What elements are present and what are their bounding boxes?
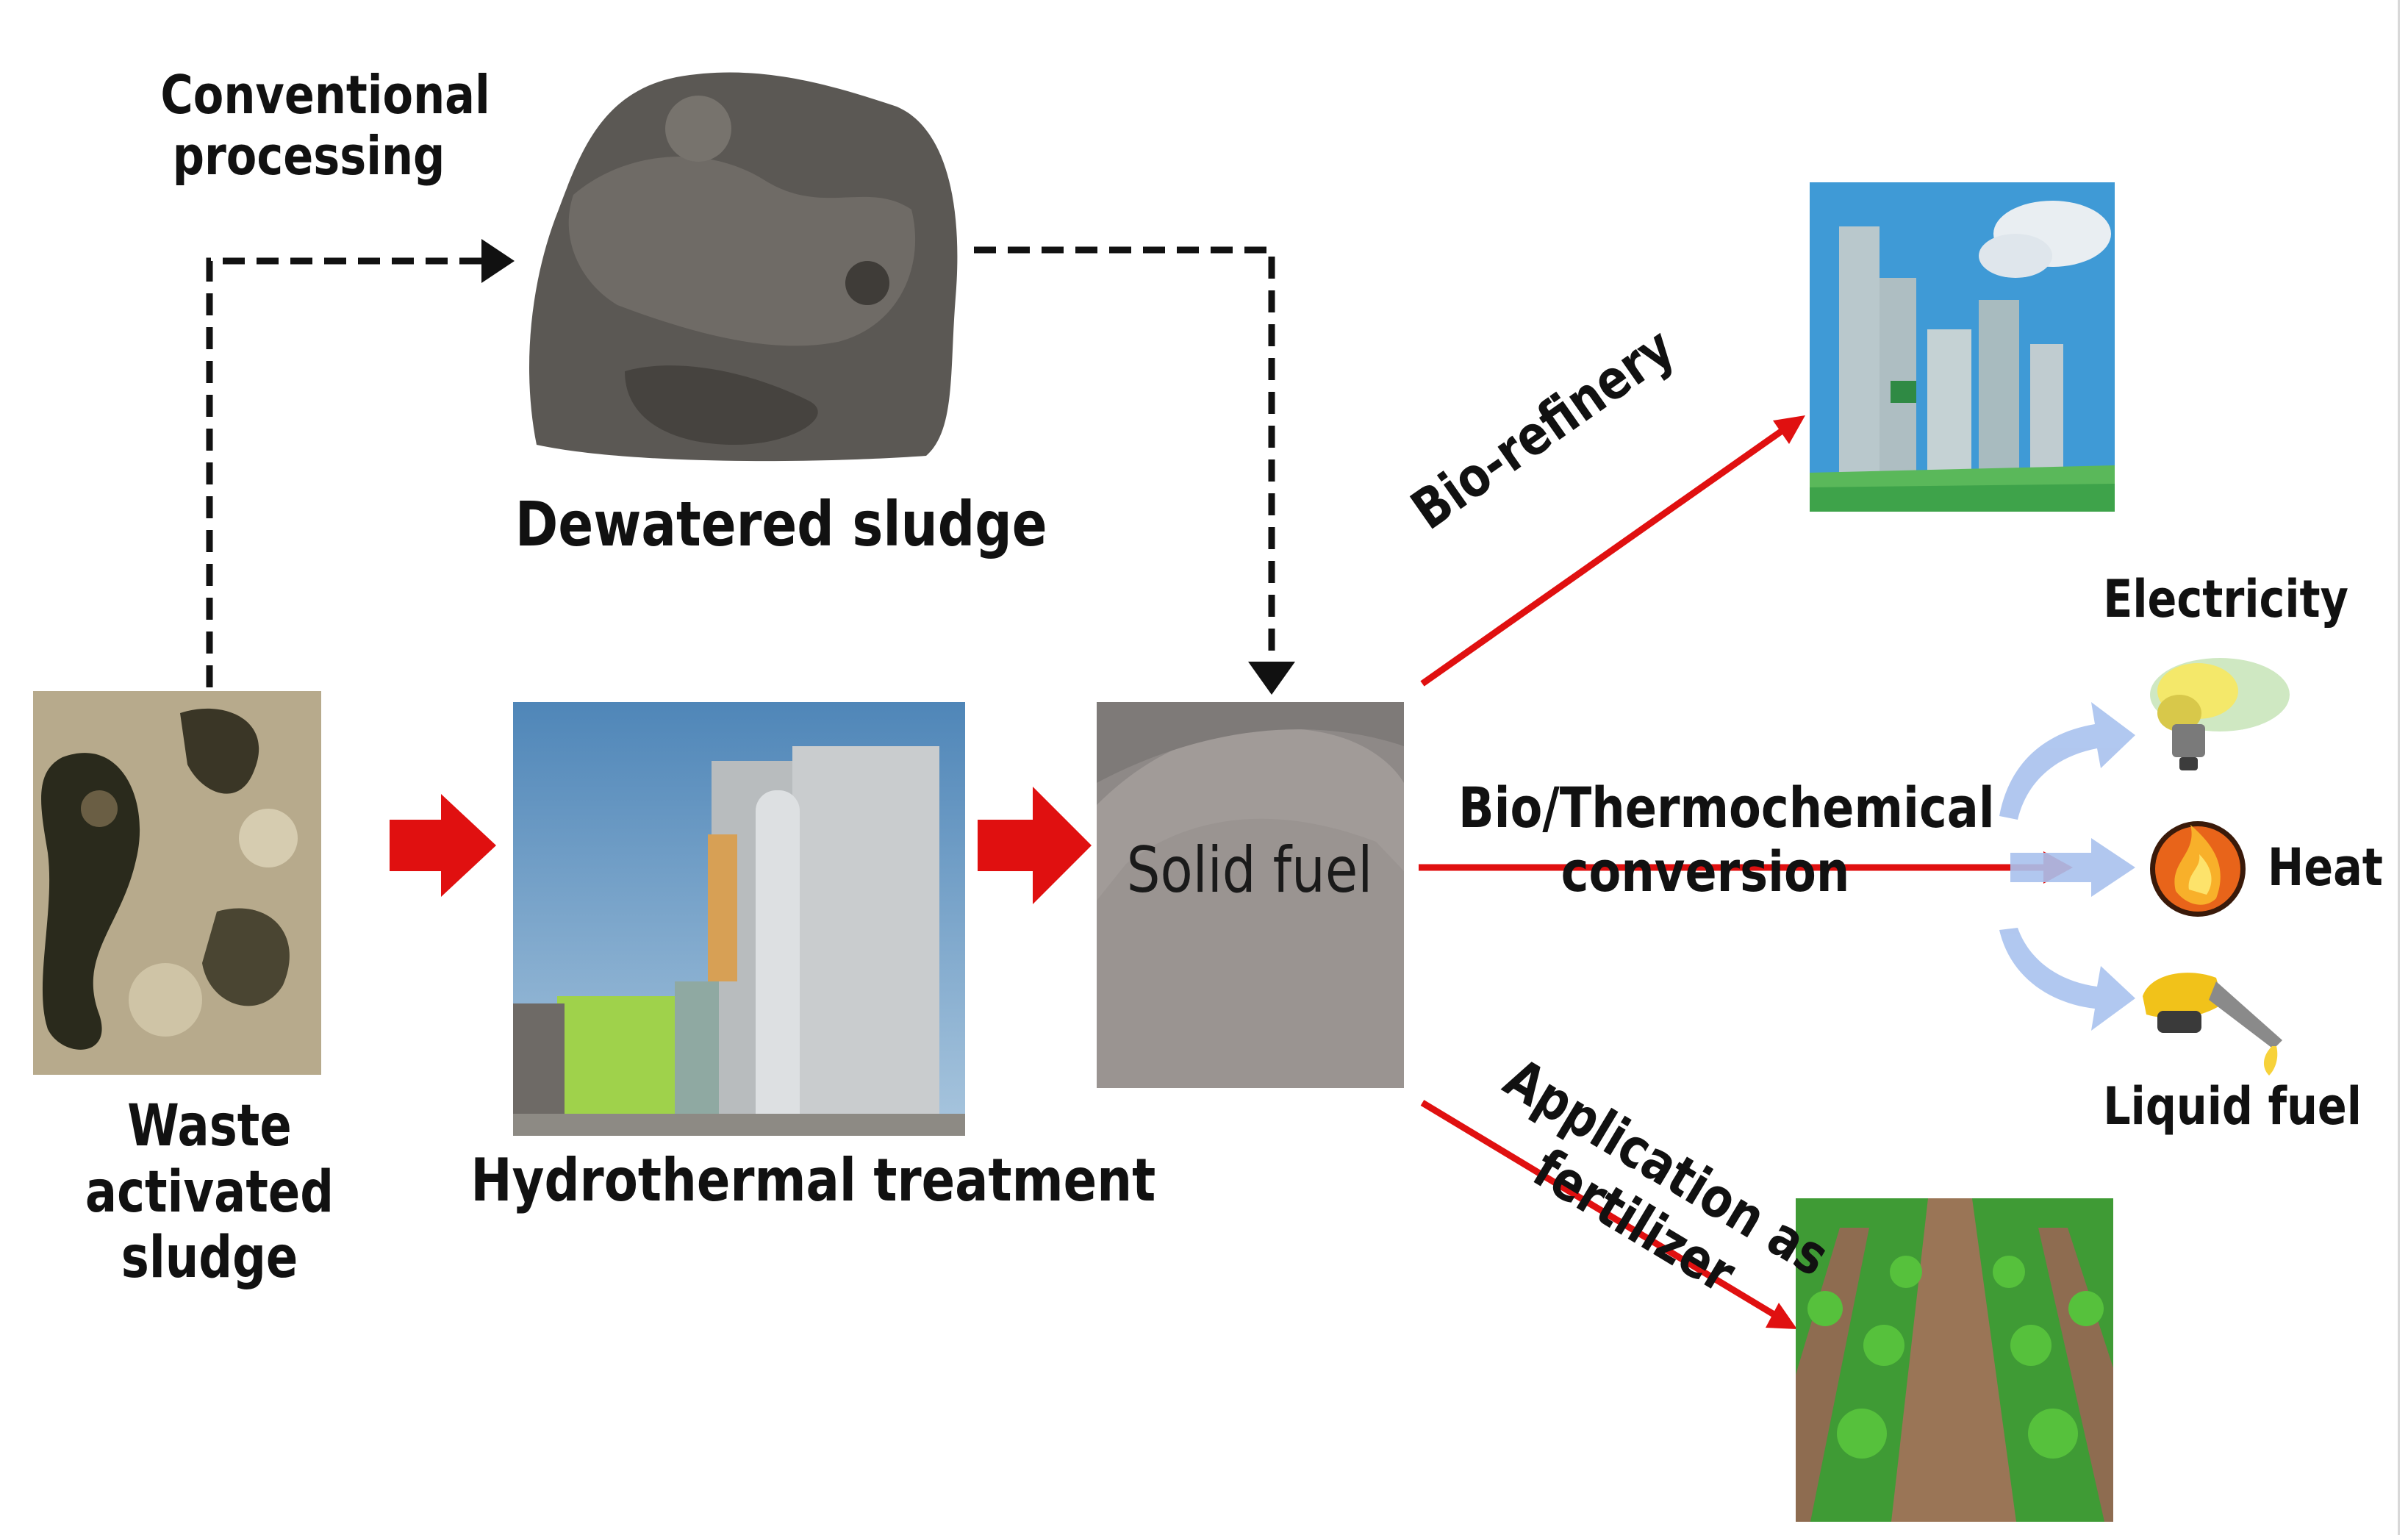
electricity-label: Electricity: [2103, 569, 2348, 629]
conventional-dashed-route: [206, 246, 1275, 687]
blue-arrow-liquid-fuel: [1999, 928, 2135, 1031]
fertilizer-field-photo: [1796, 1198, 2113, 1522]
dashed-arrowhead-solid-fuel: [1248, 662, 1295, 695]
conventional-processing-label: Conventional processing: [160, 64, 490, 187]
dewatered-sludge-label: Dewatered sludge: [515, 488, 1047, 560]
solid-fuel-photo: [1097, 702, 1404, 1088]
waste-activated-sludge-photo: [33, 691, 321, 1075]
hydrothermal-plant-photo: [513, 702, 965, 1136]
waste-activated-sludge-label: Waste activated sludge: [85, 1093, 334, 1292]
arrowhead-fertilizer: [1766, 1303, 1797, 1329]
red-block-arrow-1: [390, 794, 496, 897]
biorefinery-photo: [1810, 182, 2115, 512]
light-blue-arrows: [1999, 702, 2135, 1031]
light-bulb-icon: [2110, 651, 2301, 783]
fuel-nozzle-icon: [2135, 952, 2304, 1084]
liquid-fuel-label: Liquid fuel: [2103, 1076, 2362, 1137]
dashed-arrow-to-solid-fuel: [974, 246, 1275, 665]
dashed-arrowhead-dewatered: [481, 239, 515, 283]
hydrothermal-treatment-label: Hydrothermal treatment: [470, 1146, 1156, 1214]
fire-icon: [2146, 803, 2249, 931]
red-block-arrow-2: [978, 787, 1092, 904]
bio-thermochemical-conversion-label: Bio/Thermochemical conversion: [1458, 775, 1995, 905]
solid-fuel-label: Solid fuel: [1126, 834, 1373, 907]
dewatered-sludge-photo: [515, 62, 972, 467]
dashed-arrow-to-dewatered: [206, 257, 485, 687]
arrowhead-bio-refinery: [1773, 415, 1805, 444]
heat-label: Heat: [2268, 837, 2383, 898]
blue-arrow-heat: [2010, 838, 2135, 897]
blue-arrow-electricity: [1999, 702, 2135, 820]
arrow-fertilizer: [1420, 1100, 1785, 1323]
red-line-arrows: [1419, 415, 2073, 1329]
arrow-bio-refinery: [1420, 420, 1796, 687]
right-border: [2398, 0, 2400, 1535]
